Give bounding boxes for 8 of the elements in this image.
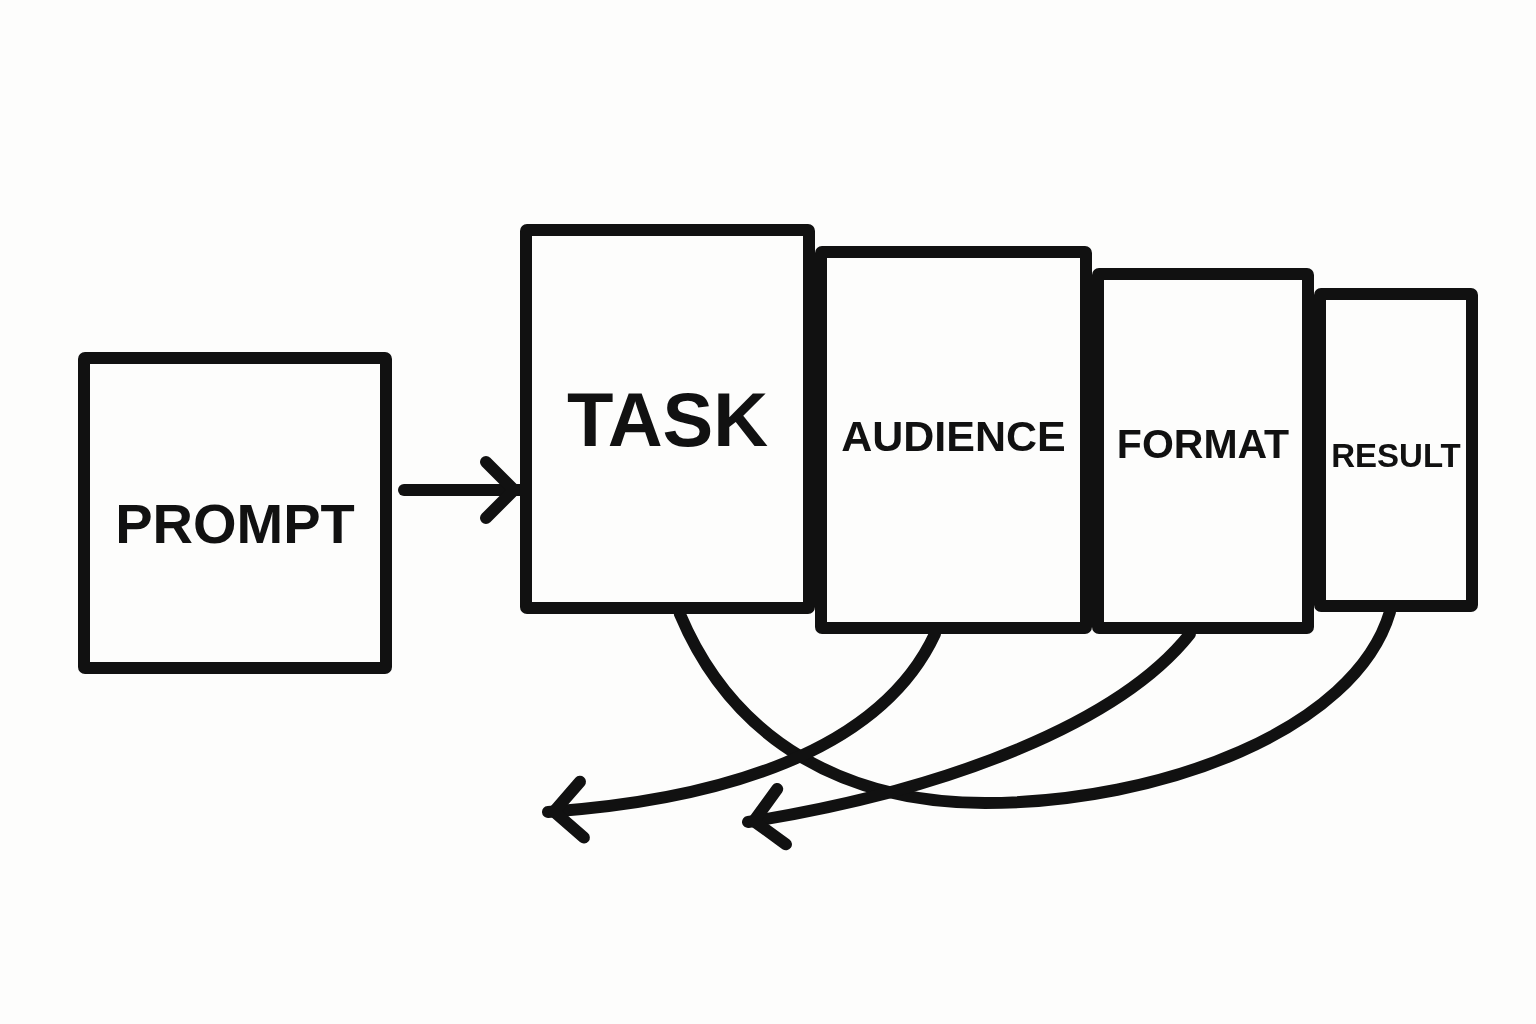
box-label: AUDIENCE (841, 414, 1066, 458)
box-label: RESULT (1331, 438, 1461, 472)
box-label: PROMPT (115, 496, 355, 552)
process-box (78, 352, 392, 674)
process-box (520, 224, 815, 614)
box-label: FORMAT (1116, 423, 1290, 465)
process-box (1314, 288, 1478, 612)
box-label: TASK (566, 382, 769, 458)
